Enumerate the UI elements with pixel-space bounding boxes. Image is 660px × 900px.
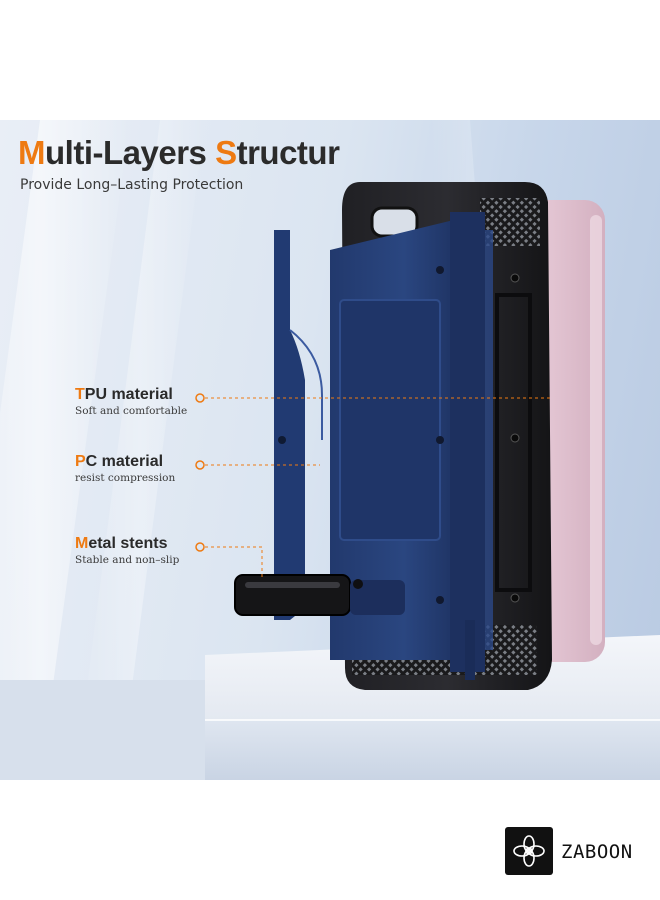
subheadline: Provide Long–Lasting Protection: [20, 177, 244, 193]
headline: Multi-Layers Structur: [18, 134, 340, 172]
callout-leaders: [195, 393, 550, 580]
headline-first-word: ulti-Layers: [45, 134, 216, 171]
aperture-flower-icon: [505, 827, 553, 875]
callout-title: TPU material: [75, 386, 187, 404]
callout-tpu-material: TPU material Soft and comfortable: [75, 386, 187, 418]
pc-layer: [330, 212, 493, 680]
phone-case-exploded-view: [195, 182, 605, 690]
callout-title-initial: T: [75, 386, 85, 403]
callout-subtitle: resist compression: [75, 472, 176, 484]
callout-title-rest: etal stents: [88, 535, 168, 552]
callout-pc-material: PC material resist compression: [75, 453, 175, 485]
callout-title-rest: C material: [85, 453, 164, 470]
callout-subtitle: Stable and non–slip: [75, 554, 180, 566]
kickstand: [234, 574, 405, 616]
callout-metal-stents: Metal stents Stable and non–slip: [75, 535, 179, 567]
metal-stent-layer: [274, 230, 323, 620]
product-scene: Multi-Layers Structur Provide Long–Lasti…: [0, 120, 660, 780]
callout-title-rest: PU material: [84, 386, 173, 403]
callout-title-initial: M: [75, 535, 89, 552]
callout-title: Metal stents: [75, 535, 179, 553]
headline-first-letter: M: [18, 134, 46, 171]
callout-title: PC material: [75, 453, 175, 471]
callout-subtitle: Soft and comfortable: [75, 405, 188, 417]
headline-second-word: tructur: [236, 134, 340, 171]
headline-second-letter: S: [215, 134, 237, 171]
brand-name: ZABOON: [561, 841, 633, 863]
callout-title-initial: P: [75, 453, 86, 470]
